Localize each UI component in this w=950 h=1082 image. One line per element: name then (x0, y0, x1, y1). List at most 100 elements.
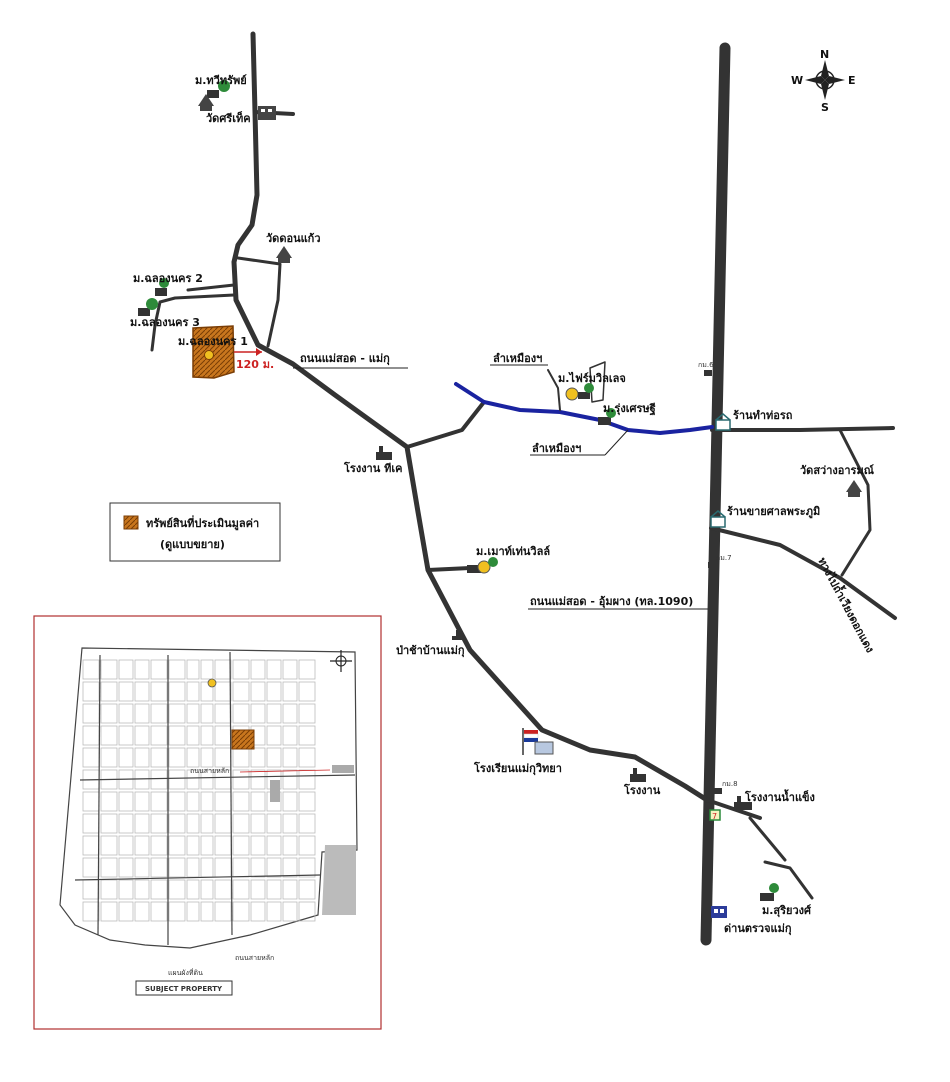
inset-road-label-south: ถนนสายหลัก (235, 954, 274, 962)
inset-plot (250, 791, 266, 812)
inset-plot (298, 769, 316, 790)
factory-icon (734, 796, 752, 810)
shop-icon (715, 413, 731, 431)
road-east-top (710, 426, 895, 432)
inset-plot (282, 835, 298, 856)
road-chalong-2 (186, 283, 236, 292)
inset-plot (282, 725, 298, 746)
inset-plot (118, 791, 134, 812)
inset-plot (82, 901, 100, 922)
label-police-maeku: ด่านตรวจแม่กุ (724, 922, 792, 936)
inset-plot (214, 879, 232, 900)
inset-plot (298, 879, 316, 900)
road-mountain-ville (426, 566, 472, 572)
label-village-suriwong: ม.สุริยวงศ์ (762, 904, 812, 918)
road-ice-factory (705, 798, 762, 820)
inset-plot (250, 901, 266, 922)
inset-plot (250, 747, 266, 768)
inset-plot (232, 901, 250, 922)
inset-plot (200, 813, 214, 834)
inset-frame (33, 615, 382, 1030)
inset-plot (282, 791, 298, 812)
inset-plot (250, 659, 266, 680)
road-junction-north (405, 400, 486, 449)
label-school-maeku: โรงเรียนแม่กุวิทยา (473, 761, 562, 776)
inset-plot (298, 747, 316, 768)
label-wat-sawang: วัดสว่างอารมณ์ (800, 464, 875, 477)
inset-plot (118, 813, 134, 834)
inset-plot (282, 747, 298, 768)
inset-plot (298, 681, 316, 702)
inset-plot (118, 659, 134, 680)
highway-1090 (700, 42, 731, 946)
km-marker-icon (714, 788, 722, 794)
inset-plot (214, 901, 232, 922)
house-sun-icon (467, 557, 498, 574)
label-factory-tk: โรงงาน ทีเค (343, 461, 402, 475)
inset-plot (266, 813, 282, 834)
inset-plot (200, 791, 214, 812)
inset-plot (186, 659, 200, 680)
compass-e: E (848, 74, 856, 87)
inset-plot (134, 813, 150, 834)
road-network (150, 31, 897, 946)
inset-plot (168, 813, 186, 834)
legend-swatch (123, 515, 139, 530)
inset-plot (168, 681, 186, 702)
inset-plot (298, 703, 316, 724)
inset-plot (200, 681, 214, 702)
inset-plot (100, 681, 118, 702)
inset-plot (214, 659, 232, 680)
inset-plot (282, 659, 298, 680)
inset-plot (100, 857, 118, 878)
inset-plot (232, 703, 250, 724)
label-distance: 120 ม. (236, 358, 274, 371)
inset-plot (168, 769, 186, 790)
svg-text:7: 7 (712, 812, 717, 821)
road-suriwong (763, 860, 814, 900)
inset-plot (250, 769, 266, 790)
inset-plot (168, 725, 186, 746)
inset-plot (100, 901, 118, 922)
temple-icon (846, 480, 862, 497)
house-tree-icon (207, 80, 230, 98)
inset-road-east (229, 651, 233, 936)
road-wat-don-kaeo (236, 256, 282, 348)
inset-plot (150, 725, 168, 746)
compass-rose-icon: N S E W (791, 48, 856, 114)
inset-plot (186, 791, 200, 812)
label-factory-ice: โรงงานน้ำแข็ง (744, 789, 815, 804)
house-tree-icon (138, 298, 158, 316)
inset-plot (200, 901, 214, 922)
inset-plot (200, 725, 214, 746)
label-cemetery-maeku: ป่าช้าบ้านแม่กุ (396, 644, 465, 658)
label-wat-don-kaeo: วัดดอนแก้ว (266, 232, 321, 245)
inset-plot (298, 901, 316, 922)
inset-plot (168, 857, 186, 878)
inset-plot (186, 835, 200, 856)
property-marker-icon (204, 350, 214, 360)
inset-plot (200, 747, 214, 768)
inset-plot (186, 747, 200, 768)
inset-plot (118, 901, 134, 922)
inset-plot (282, 857, 298, 878)
inset-plot (150, 857, 168, 878)
inset-plot (298, 813, 316, 834)
inset-caption-bottom: SUBJECT PROPERTY (145, 985, 223, 993)
inset-plot (118, 747, 134, 768)
inset-plot (150, 791, 168, 812)
inset-plot (186, 725, 200, 746)
inset-road-west (97, 654, 101, 936)
inset-plot (134, 835, 150, 856)
legend-line-2: (ดูแบบขยาย) (160, 538, 225, 552)
label-wat-sri-thet: วัดศรีเท็ค (206, 111, 251, 125)
road-suriwong-link (748, 816, 787, 862)
label-village-chalong-3: ม.ฉลองนคร 3 (130, 316, 200, 329)
factory-icon (376, 446, 392, 460)
inset-plot (298, 791, 316, 812)
inset-plot (232, 791, 250, 812)
inset-plot (134, 747, 150, 768)
inset-plot (134, 901, 150, 922)
label-road-maesot-umphang: ถนนแม่สอด - อุ้มผาง (ทล.1090) (530, 595, 693, 609)
